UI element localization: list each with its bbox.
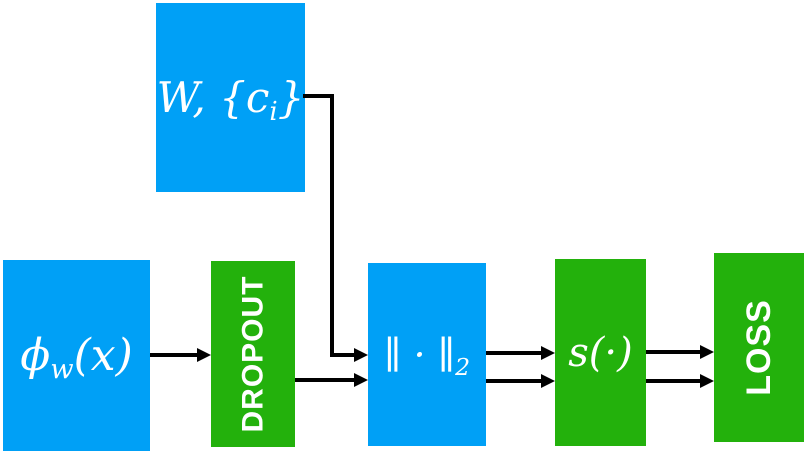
node-dropout: DROPOUT — [211, 261, 295, 447]
arrow-dropout-to-norm — [295, 373, 368, 387]
arrow-codebook-to-norm — [331, 348, 368, 362]
codebook-connector-vertical-segment — [330, 94, 334, 357]
node-loss: LOSS — [714, 253, 804, 442]
arrow-embedding-to-dropout — [150, 348, 211, 362]
codebook-label: W, {ci} — [156, 73, 305, 127]
arrow-norm-to-similarity-top — [486, 346, 555, 360]
loss-label: LOSS — [739, 299, 778, 396]
node-codebook: W, {ci} — [156, 3, 305, 192]
arrow-similarity-to-loss-top — [646, 345, 714, 359]
norm-label: ∥ · ∥2 — [383, 332, 471, 381]
embedding-label: ϕw(x) — [20, 330, 133, 386]
node-norm: ∥ · ∥2 — [368, 263, 486, 446]
arrow-similarity-to-loss-bottom — [646, 374, 714, 388]
dropout-label: DROPOUT — [236, 275, 269, 433]
node-similarity: s(·) — [555, 259, 646, 446]
codebook-connector-horizontal-segment — [303, 94, 334, 98]
similarity-label: s(·) — [568, 329, 633, 376]
arrow-norm-to-similarity-bottom — [486, 374, 555, 388]
node-embedding: ϕw(x) — [3, 260, 150, 451]
